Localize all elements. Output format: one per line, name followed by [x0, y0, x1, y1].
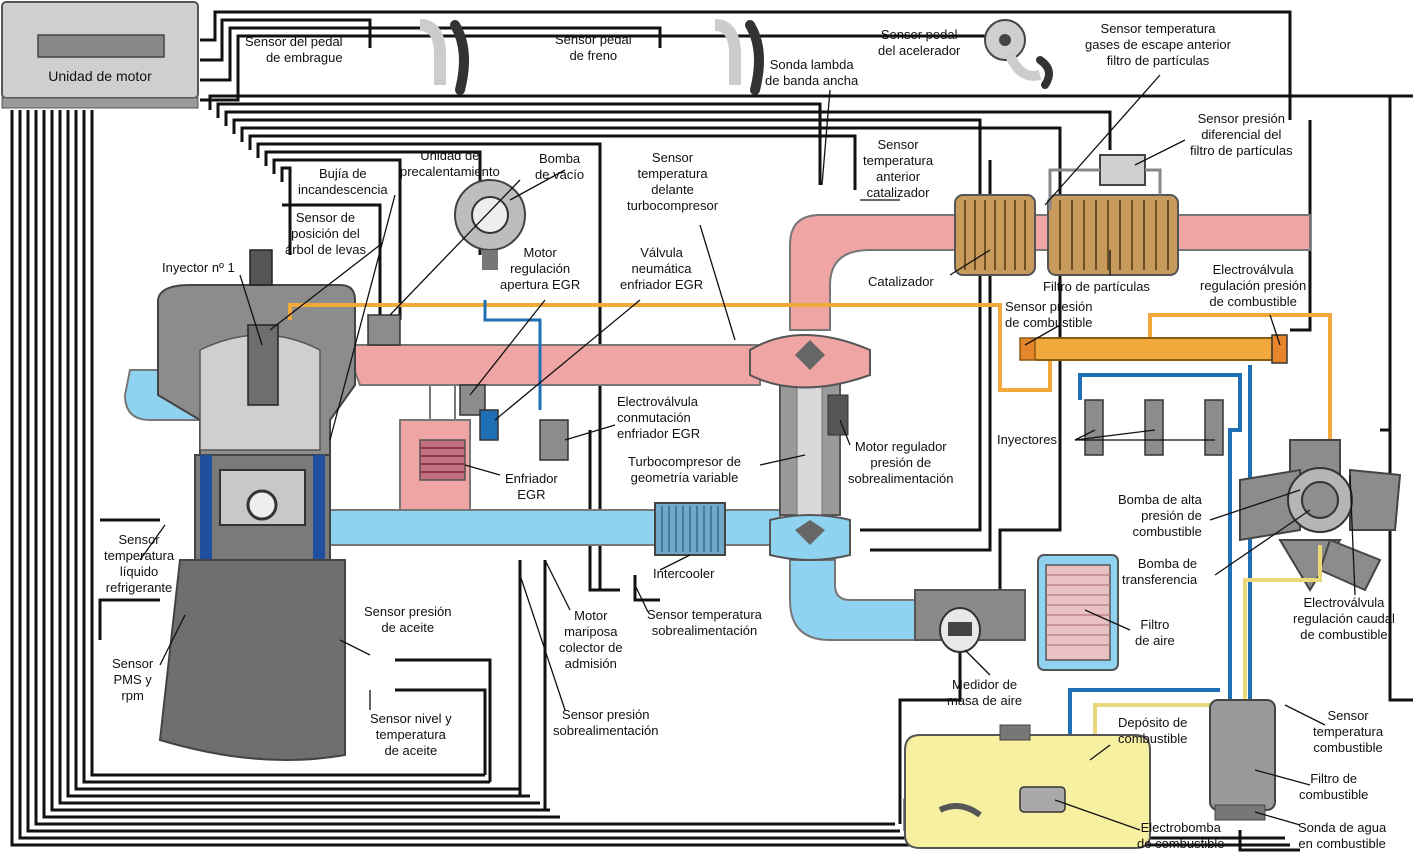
label-sensor-temp-gases: Sensor temperatura gases de escape anter… [1085, 21, 1231, 68]
label-sensor-presion-combustible: Sensor presión de combustible [1005, 299, 1093, 330]
label-sensor-pedal-embrague: Sensor del pedal de embrague [245, 34, 343, 65]
label-sonda-agua: Sonda de agua en combustible [1298, 820, 1387, 851]
ecu-label: Unidad de motor [48, 68, 152, 84]
label-turbocompresor: Turbocompresor de geometría variable [628, 454, 741, 485]
label-sensor-presion-aceite: Sensor presión de aceite [364, 604, 452, 635]
label-motor-mariposa: Motor mariposa colector de admisión [559, 608, 623, 671]
label-sensor-pedal-acelerador: Sensor pedal del acelerador [878, 27, 961, 58]
ecu-unit [1, 1, 199, 109]
label-sensor-presion-sobrealimentacion: Sensor presión sobrealimentación [553, 707, 659, 738]
label-motor-regulador-presion: Motor regulador presión de sobrealimenta… [848, 439, 954, 486]
label-sensor-pedal-freno: Sensor pedal de freno [555, 32, 632, 63]
label-inyector-1: Inyector nº 1 [162, 260, 235, 275]
label-sensor-pms: Sensor PMS y rpm [112, 656, 154, 703]
label-filtro-combustible: Filtro de combustible [1299, 771, 1369, 802]
label-valvula-neumatica: Válvula neumática enfriador EGR [620, 245, 704, 292]
label-sensor-temp-turbo: Sensor temperatura delante turbocompreso… [627, 150, 719, 213]
label-sensor-nivel-aceite: Sensor nivel y temperatura de aceite [370, 711, 452, 758]
label-sensor-temp-catalizador: Sensor temperatura anterior catalizador [863, 137, 934, 200]
label-bomba-vacio: Bomba de vacío [535, 151, 585, 182]
label-electrobomba: Electrobomba de combustible [1137, 820, 1225, 851]
label-sensor-presion-diferencial: Sensor presión diferencial del filtro de… [1190, 111, 1293, 158]
label-sensor-arbol-levas: Sensor de posición del árbol de levas [285, 210, 366, 257]
label-electrovalvula-conmutacion: Electroválvula conmutación enfriador EGR [617, 394, 701, 441]
vacuum-egr-parts [367, 154, 1162, 461]
intake-system [123, 369, 1119, 671]
leader-lines [139, 74, 1356, 831]
engine-block [157, 249, 356, 761]
turbocharger [749, 334, 871, 561]
label-inyectores: Inyectores [997, 432, 1057, 447]
label-filtro-aire: Filtro de aire [1135, 617, 1175, 648]
label-electrovalvula-presion: Electroválvula regulación presión de com… [1200, 262, 1307, 309]
label-filtro-particulas: Filtro de partículas [1043, 279, 1150, 294]
label-medidor-masa-aire: Medidor de masa de aire [947, 677, 1023, 708]
label-enfriador-egr: Enfriador EGR [505, 471, 558, 502]
label-bujia: Bujía de incandescencia [298, 166, 388, 197]
label-sonda-lambda: Sonda lambda de banda ancha [765, 57, 859, 88]
label-sensor-temp-sobrealimentacion: Sensor temperatura sobrealimentación [647, 607, 762, 638]
label-deposito: Depósito de combustible [1118, 715, 1188, 746]
label-catalizador: Catalizador [868, 274, 934, 289]
label-bomba-transferencia: Bomba de transferencia [1122, 556, 1198, 587]
exhaust-system [343, 194, 1311, 511]
label-electrovalvula-caudal: Electroválvula regulación caudal de comb… [1293, 595, 1395, 642]
label-sensor-temp-combustible: Sensor temperatura combustible [1313, 708, 1384, 755]
label-bomba-alta-presion: Bomba de alta presión de combustible [1118, 492, 1202, 539]
label-sensor-temp-liquido: Sensor temperatura líquido refrigerante [104, 532, 175, 595]
pedals [419, 19, 1053, 95]
label-intercooler: Intercooler [653, 566, 715, 581]
label-motor-egr: Motor regulación apertura EGR [500, 245, 581, 292]
label-unidad-precalentamiento: Unidad de precalentamiento [400, 148, 500, 179]
fuel-system [288, 300, 1402, 849]
